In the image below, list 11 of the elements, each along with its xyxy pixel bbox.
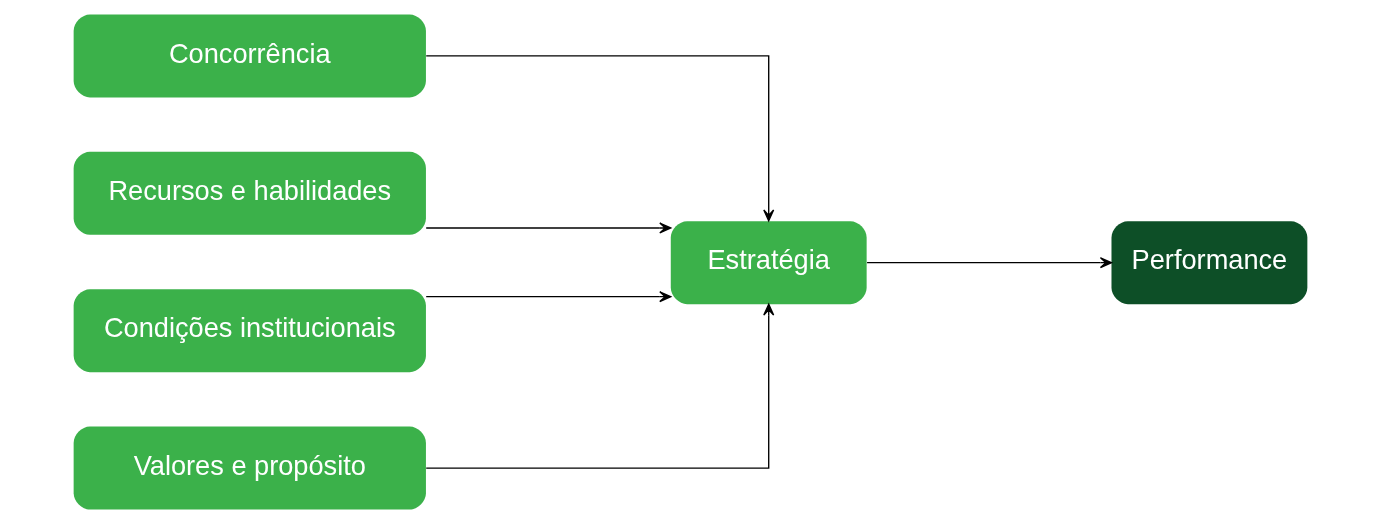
arrow <box>866 256 1113 268</box>
node-box: Estratégia <box>670 220 867 304</box>
arrow <box>425 221 672 234</box>
node-box: Performance <box>1111 220 1308 304</box>
node-box: Concorrência <box>73 13 426 97</box>
node-box: Condições institucionais <box>73 288 426 372</box>
node-box: Recursos e habilidades <box>73 151 426 235</box>
arrow <box>425 303 775 469</box>
arrow <box>425 290 672 302</box>
arrow <box>425 54 775 221</box>
node-box: Valores e propósito <box>73 426 426 510</box>
